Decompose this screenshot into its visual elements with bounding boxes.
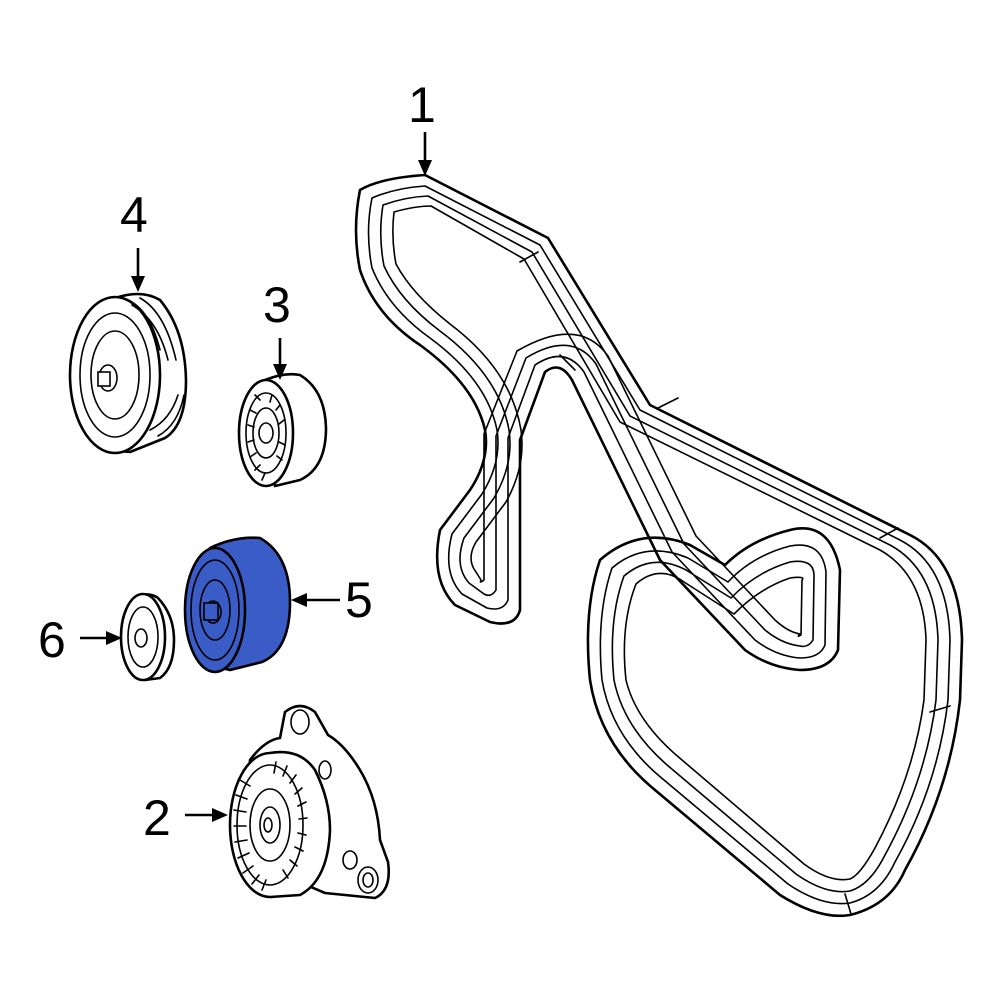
grooved-idler-pulley[interactable]: [68, 292, 188, 455]
callout-3: 3: [263, 277, 291, 380]
callout-label-6: 6: [38, 612, 66, 668]
highlighted-idler-pulley[interactable]: [183, 536, 292, 674]
callout-label-5: 5: [345, 572, 373, 628]
callout-label-1: 1: [408, 77, 436, 133]
belt-tensioner-assembly[interactable]: [228, 704, 390, 900]
idler-pulley[interactable]: [237, 372, 328, 488]
callout-4: 4: [120, 187, 148, 292]
callout-label-3: 3: [263, 277, 291, 333]
callout-label-4: 4: [120, 187, 148, 243]
callout-2: 2: [143, 790, 228, 846]
pulley-spacer[interactable]: [119, 592, 176, 682]
serpentine-belt[interactable]: [354, 173, 964, 918]
callout-6: 6: [38, 612, 122, 668]
callout-5: 5: [291, 572, 373, 628]
callout-label-2: 2: [143, 790, 171, 846]
callout-1: 1: [408, 77, 436, 176]
